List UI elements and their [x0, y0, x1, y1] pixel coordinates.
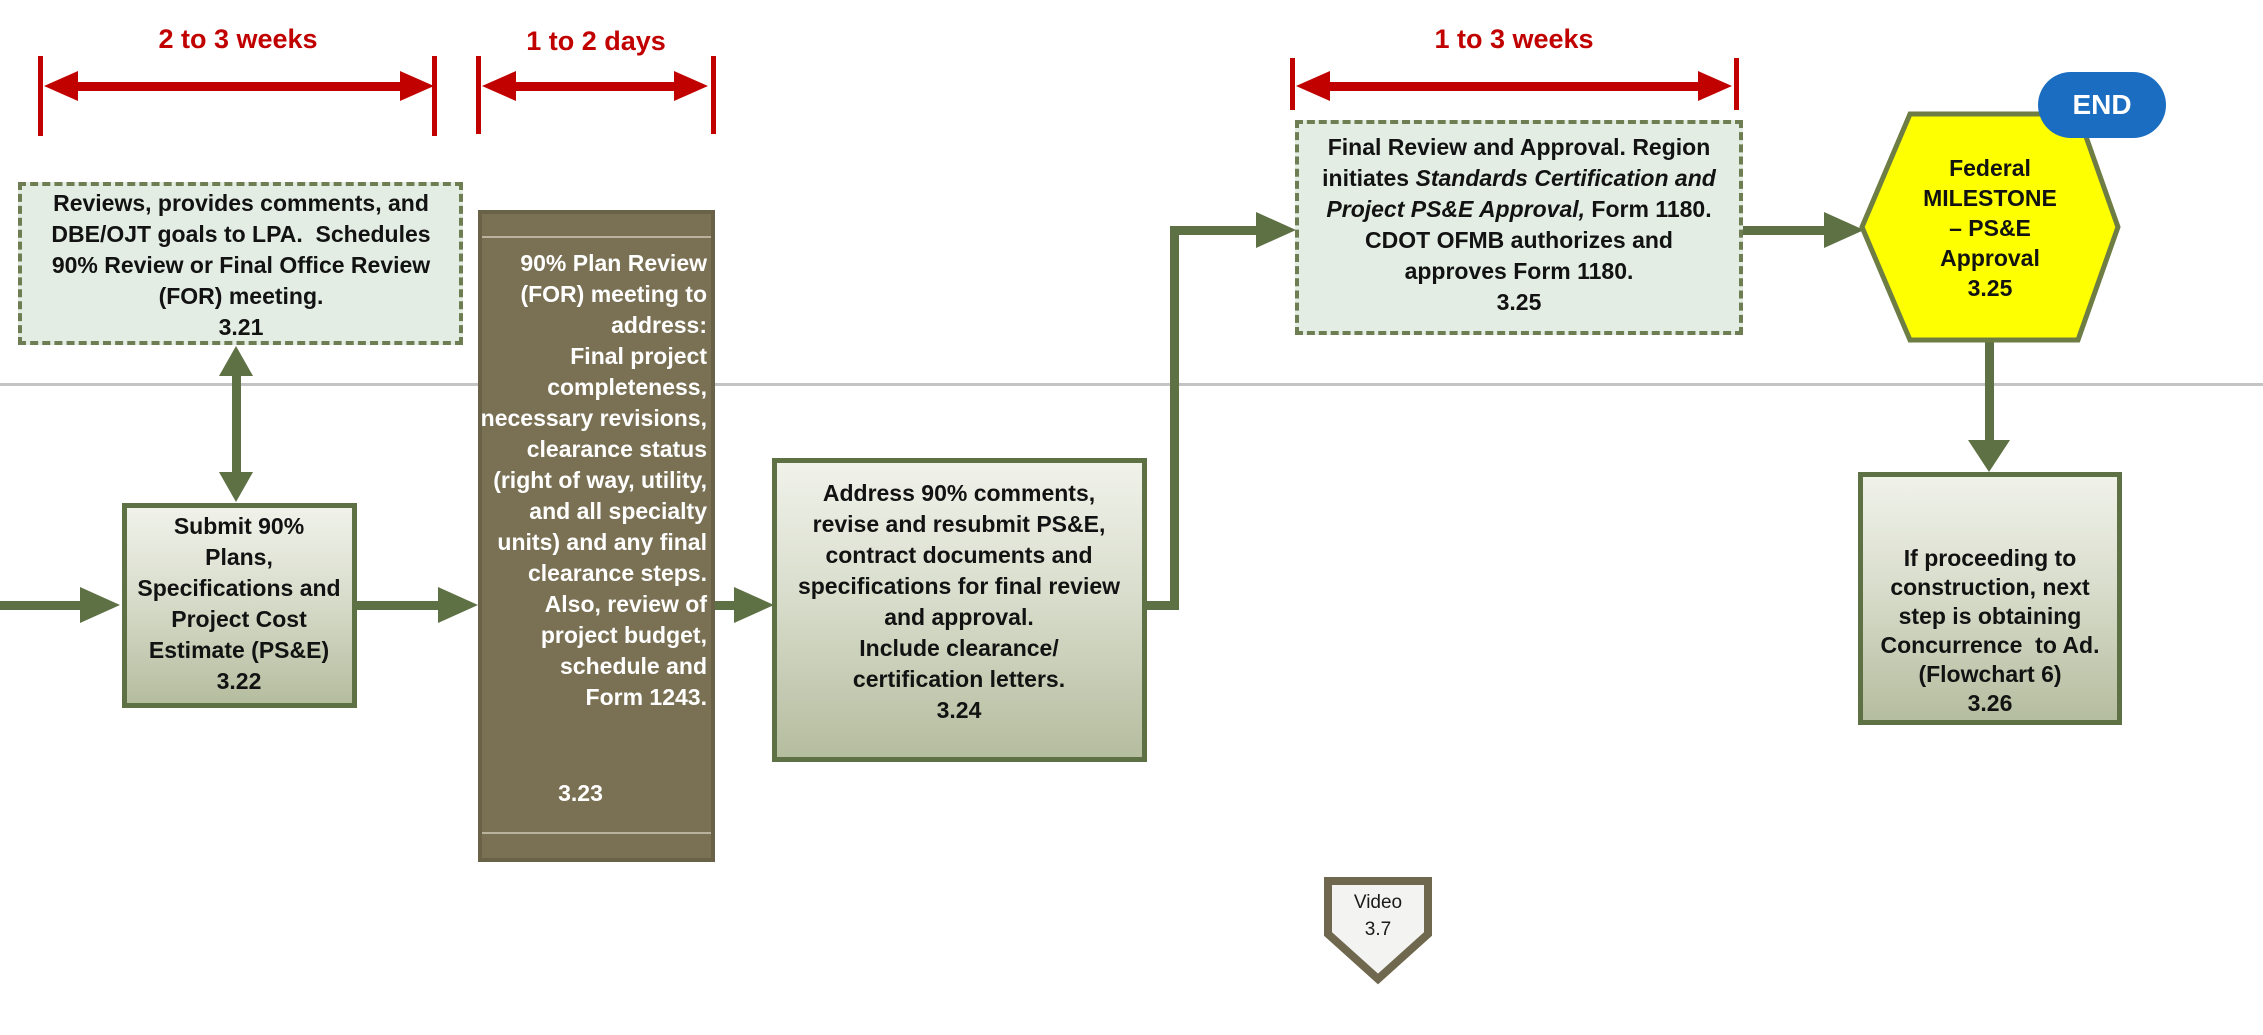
process-box-3-26 [1858, 472, 2122, 725]
connector-entry-to-3-22-arrowhead-icon [80, 587, 120, 623]
timeline-arrowhead-left-icon [1296, 71, 1330, 101]
step-number: 3.22 [216, 668, 262, 694]
process-box-3-26-text: If proceeding to construction, next step… [1840, 544, 2140, 718]
step-number: 3.23 [558, 780, 603, 806]
process-box-3-23-step-number: 3.23 [462, 778, 699, 809]
connector-3-23-to-3-24-arrowhead-icon [734, 587, 774, 623]
connector-3-22-to-3-23-arrowhead-icon [438, 587, 478, 623]
video-marker-shape [1324, 877, 1432, 985]
connector-3-24-to-3-25-stub [1145, 601, 1177, 610]
end-badge: END [2038, 72, 2166, 138]
connector-milestone-to-3-26-arrowhead-icon [1968, 440, 2010, 472]
timeline-endbar [1290, 58, 1295, 110]
step-number: 3.25 [1496, 289, 1542, 315]
connector-3-23-to-3-24-shaft [713, 601, 739, 610]
connector-entry-to-3-22-shaft [0, 601, 82, 610]
video-number: 3.7 [1364, 919, 1392, 940]
connector-3-21-3-22-shaft [232, 370, 241, 474]
connector-milestone-to-3-26-shaft [1985, 342, 1994, 444]
timeline-arrow-shaft [498, 82, 694, 91]
milestone-hexagon-text: Federal MILESTONE – PS&E Approval 3.25 [1850, 153, 2130, 303]
process-box-3-24-text: Address 90% comments, revise and resubmi… [749, 478, 1169, 726]
process-box-3-23 [478, 210, 715, 862]
process-box-3-25-text: Final Review and Approval. Region initia… [1259, 132, 1779, 318]
step-number: 3.25 [1967, 275, 2013, 301]
connector-3-21-to-3-22-arrowhead-icon [219, 472, 253, 502]
timeline-endbar [711, 56, 716, 134]
timeline-label-1to3weeks: 1 to 3 weeks [1434, 24, 1594, 54]
process-box-3-21 [18, 182, 463, 345]
process-box-3-23-text: 90% Plan Review (FOR) meeting to address… [480, 250, 707, 710]
connector-3-25-to-milestone-arrowhead-icon [1824, 212, 1864, 248]
process-box-3-24 [772, 458, 1147, 762]
timeline-arrowhead-left-icon [44, 71, 78, 101]
process-box-3-25 [1295, 120, 1743, 335]
timeline-arrowhead-left-icon [482, 71, 516, 101]
timeline-endbar [432, 56, 437, 136]
process-box-3-23-top-band-line [482, 236, 711, 238]
process-box-3-23-bottom-band-line [482, 832, 711, 834]
timeline-arrow-shaft [60, 82, 416, 91]
timeline-label-2to3weeks: 2 to 3 weeks [158, 24, 318, 54]
timeline-label-1to2days: 1 to 2 days [526, 26, 666, 56]
timeline-endbar [476, 56, 481, 134]
connector-3-22-to-3-23-shaft [355, 601, 443, 610]
timeline-endbar [1734, 58, 1739, 110]
connector-3-24-to-3-25-arrowhead-icon [1256, 212, 1296, 248]
timeline-arrowhead-right-icon [674, 71, 708, 101]
video-marker [1324, 877, 1432, 985]
process-box-3-21-text: Reviews, provides comments, and DBE/OJT … [0, 188, 486, 343]
process-box-3-22-text: Submit 90% Plans, Specifications and Pro… [89, 511, 389, 697]
video-marker-text: Video 3.7 [1323, 889, 1433, 943]
timeline-arrow-shaft [1312, 82, 1702, 91]
milestone-hexagon [1859, 111, 2121, 343]
connector-3-25-to-milestone-shaft [1741, 226, 1829, 235]
swimlane-divider [0, 383, 2263, 386]
step-number: 3.26 [1967, 690, 2013, 716]
timeline-arrowhead-right-icon [400, 71, 434, 101]
timeline-endbar [38, 56, 43, 136]
timeline-arrowhead-right-icon [1698, 71, 1732, 101]
form-1180-title: Standards Certification and Project PS&E… [1326, 165, 1716, 222]
step-number: 3.21 [218, 314, 264, 340]
connector-3-24-to-3-25-vertical [1170, 226, 1179, 610]
connector-3-24-to-3-25-horizontal [1170, 226, 1260, 235]
milestone-hexagon-shape [1859, 111, 2121, 343]
step-number: 3.24 [936, 697, 982, 723]
process-box-3-22 [122, 503, 357, 708]
